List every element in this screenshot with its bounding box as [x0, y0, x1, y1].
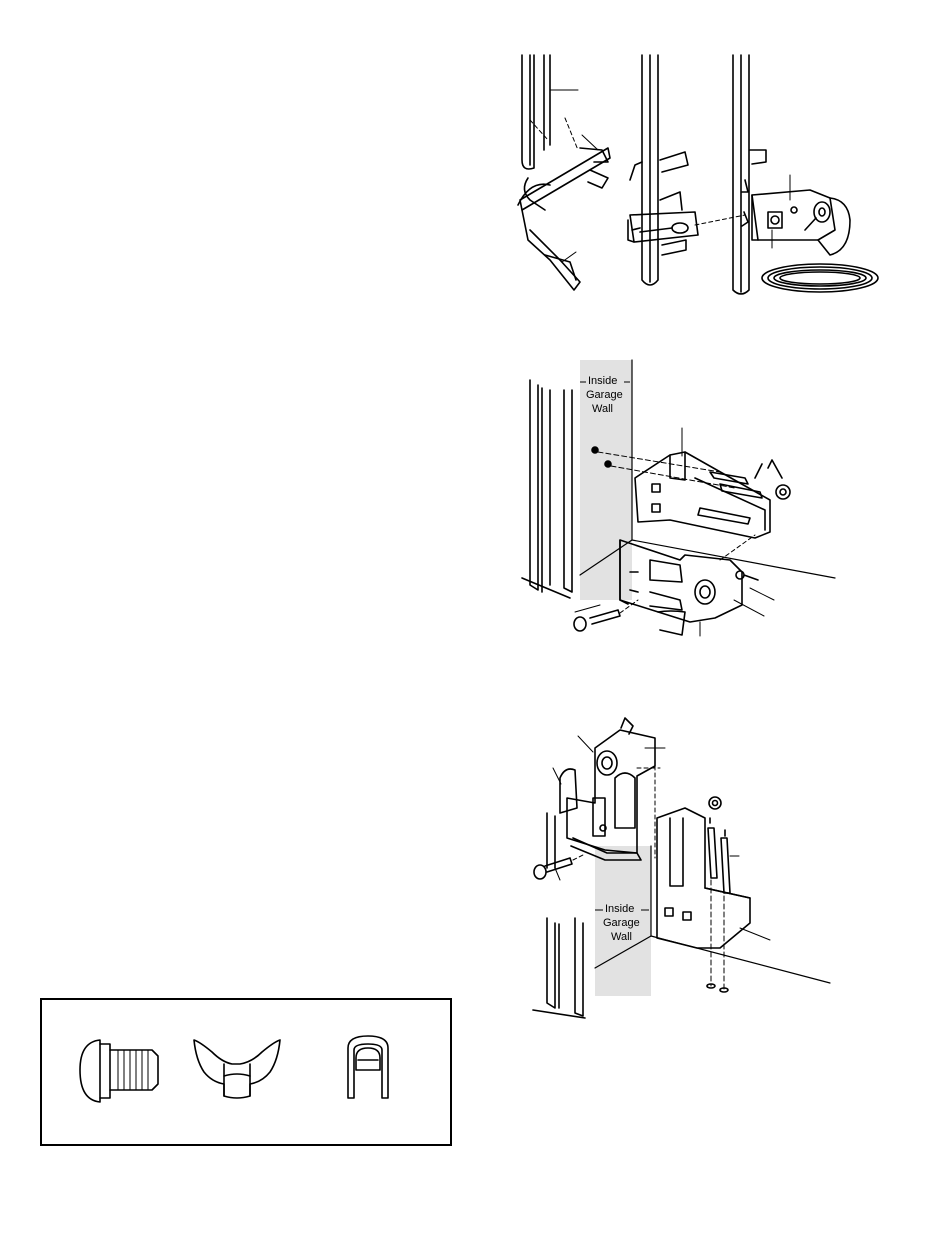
wall-label-line-3: Wall [592, 403, 613, 415]
hardware-illustration [42, 1000, 450, 1144]
wall-label-line-2: Garage [586, 389, 623, 401]
figure-2-wall-mount: Inside Garage Wall [510, 360, 860, 650]
step-c-track [733, 55, 766, 294]
hardware-box [40, 998, 452, 1146]
wall-label-line-3: Wall [611, 931, 632, 943]
sensor-bracket [620, 535, 774, 636]
step-b-track [628, 55, 745, 285]
figure-3-illustration: Inside Garage Wall [525, 718, 835, 1018]
figure-3-floor-mount: Inside Garage Wall [525, 718, 835, 1018]
carriage-bolt-icon [80, 1040, 158, 1102]
step-a-track [522, 55, 598, 169]
wall-bracket [635, 428, 770, 538]
carriage-bolt [534, 854, 585, 880]
wing-nut-icon [194, 1040, 280, 1098]
wall-label-line-1: Inside [588, 375, 617, 387]
door-track [533, 813, 585, 1018]
wall-label-line-2: Garage [603, 917, 640, 929]
figure-1-illustration [490, 50, 890, 310]
figure-2-illustration: Inside Garage Wall [510, 360, 860, 650]
step-c-sensor [752, 175, 878, 292]
figure-1-track-mount [490, 50, 890, 310]
lag-screws [710, 460, 790, 499]
sensor-bracket [553, 718, 665, 860]
staple-icon [348, 1036, 388, 1098]
wall-label-line-1: Inside [605, 903, 634, 915]
door-track [522, 380, 572, 598]
